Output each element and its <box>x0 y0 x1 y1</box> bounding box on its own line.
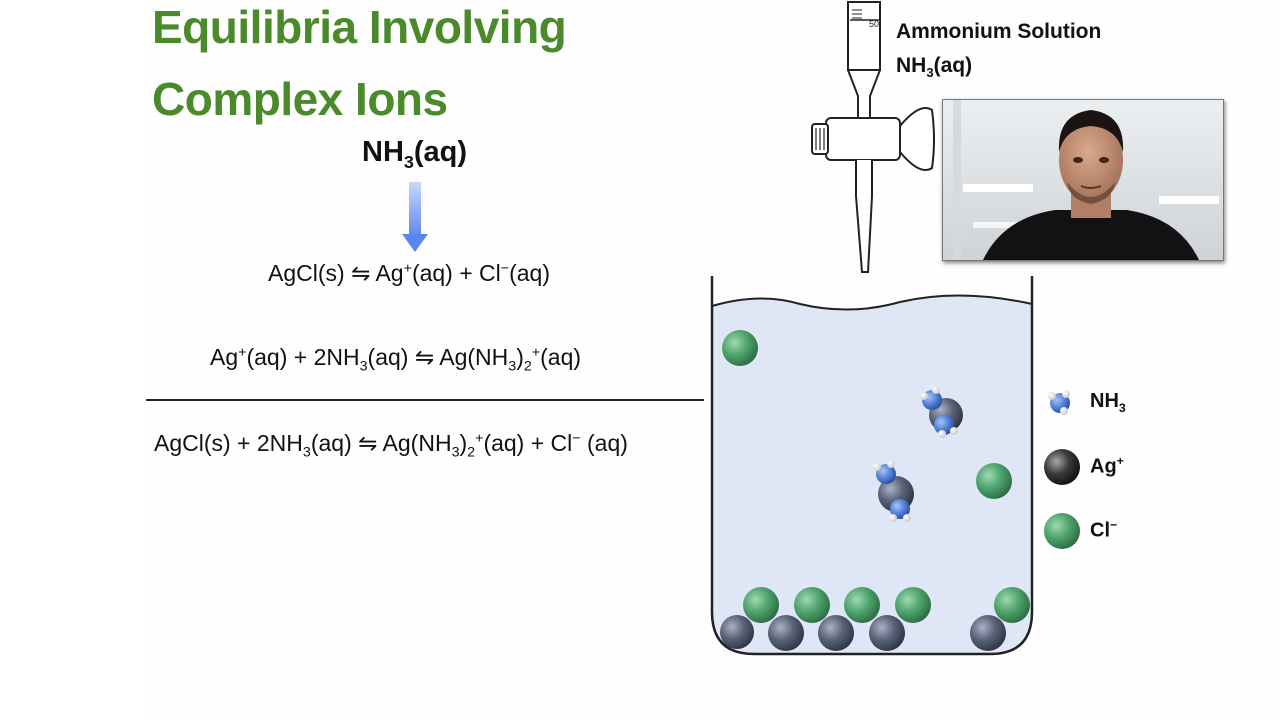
reagent-subscript: 3 <box>403 151 414 172</box>
equation-divider-line <box>146 399 704 401</box>
silver-ion-icon <box>1044 449 1080 485</box>
burette-graduation: 50 <box>869 19 879 29</box>
slide-title-line1: Equilibria Involving <box>152 1 567 53</box>
legend-ammonia-label: NH3 <box>1090 390 1126 415</box>
video-left-margin <box>0 0 150 720</box>
burette-label-title: Ammonium Solution <box>896 20 1102 43</box>
equation-dissolution: AgCl(s) ⇋ Ag+(aq) + Cl−(aq) <box>268 260 551 286</box>
down-arrow-icon <box>402 182 428 252</box>
slide-title-line2: Complex Ions <box>152 73 448 125</box>
legend-silver-label: Ag+ <box>1090 454 1124 478</box>
reagent-label: NH3(aq) <box>362 136 467 173</box>
chloride-ion <box>722 330 758 366</box>
presenter-webcam-overlay <box>942 99 1224 261</box>
equation-complexation: Ag+(aq) + 2NH3(aq) ⇋ Ag(NH3)2+(aq) <box>210 344 582 375</box>
burette-label-formula: NH3(aq) <box>896 54 973 81</box>
legend-chloride-label: Cl− <box>1090 518 1118 542</box>
equation-overall: AgCl(s) + 2NH3(aq) ⇋ Ag(NH3)2+(aq) + Cl−… <box>154 430 628 461</box>
beaker-solution <box>712 295 1032 654</box>
reagent-base: NH <box>362 136 404 168</box>
diammine-silver-complex <box>920 386 963 438</box>
chloride-ion <box>976 463 1012 499</box>
silver-chloride-precipitate <box>720 587 1030 651</box>
reagent-state: (aq) <box>413 136 468 168</box>
diammine-silver-complex <box>873 460 914 522</box>
chloride-ion-icon <box>1044 513 1080 549</box>
ammonia-molecule-icon <box>1048 390 1070 415</box>
solution-surface <box>711 294 1033 311</box>
burette <box>811 1 935 273</box>
beaker <box>710 276 1034 656</box>
